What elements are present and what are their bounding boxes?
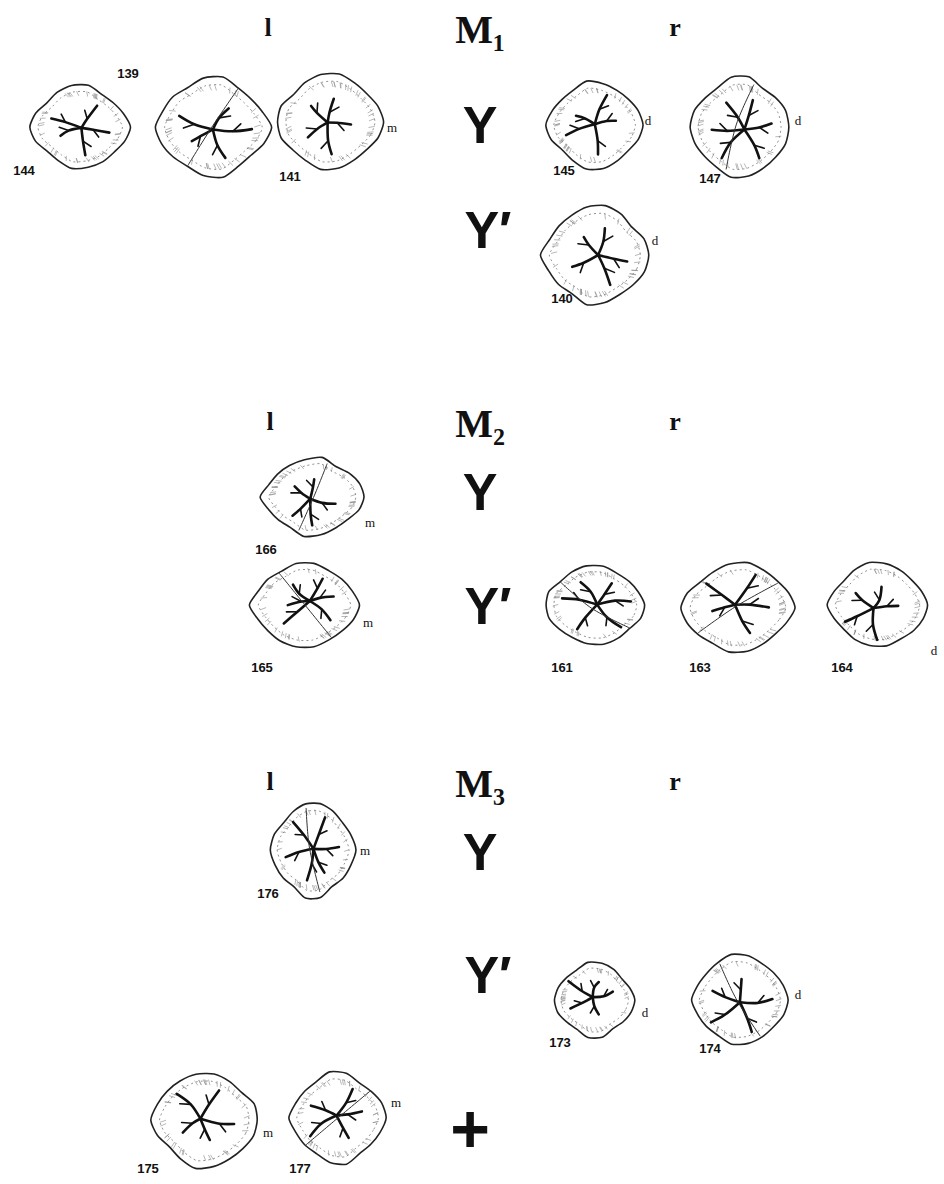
specimen-number: 175 bbox=[137, 1162, 159, 1175]
tooth-drawing bbox=[690, 76, 789, 178]
tooth-drawing bbox=[260, 457, 364, 536]
orientation-letter: m bbox=[365, 516, 375, 529]
specimen-number: 166 bbox=[255, 543, 277, 556]
tooth-drawing bbox=[270, 803, 356, 899]
tooth-drawing bbox=[278, 73, 384, 169]
orientation-letter: m bbox=[363, 616, 373, 629]
orientation-letter: m bbox=[360, 844, 370, 857]
pattern-symbol: Y′ bbox=[464, 949, 511, 1001]
orientation-letter: m bbox=[263, 1126, 273, 1139]
specimen-number: 147 bbox=[699, 172, 721, 185]
tooth-drawing bbox=[692, 954, 789, 1044]
specimen-number: 141 bbox=[279, 170, 301, 183]
side-letter: l bbox=[266, 409, 273, 435]
side-letter: r bbox=[669, 769, 681, 795]
orientation-letter: d bbox=[795, 114, 802, 127]
tooth-drawing bbox=[155, 77, 271, 178]
specimen-number: 145 bbox=[553, 164, 575, 177]
tooth-heading: M₃ bbox=[455, 764, 505, 804]
tooth-drawing bbox=[554, 962, 634, 1038]
specimen-number: 174 bbox=[699, 1042, 721, 1055]
orientation-letter: d bbox=[931, 644, 938, 657]
orientation-letter: m bbox=[387, 121, 397, 134]
specimen-number: 176 bbox=[257, 887, 279, 900]
specimen-number: 165 bbox=[251, 661, 273, 674]
specimen-number: 161 bbox=[551, 661, 573, 674]
pattern-symbol: Y bbox=[463, 466, 498, 518]
tooth-heading: M₂ bbox=[455, 404, 505, 444]
orientation-letter: d bbox=[645, 114, 652, 127]
tooth-drawing bbox=[151, 1074, 257, 1169]
tooth-drawing bbox=[546, 81, 643, 170]
specimen-number: 173 bbox=[549, 1036, 571, 1049]
side-letter: l bbox=[264, 15, 271, 41]
tooth-drawing bbox=[249, 563, 359, 648]
specimen-number: 139 bbox=[117, 67, 139, 80]
specimen-number: 144 bbox=[13, 164, 35, 177]
orientation-letter: d bbox=[795, 988, 802, 1001]
pattern-symbol: + bbox=[450, 1094, 490, 1162]
pattern-symbol: Y bbox=[463, 99, 498, 151]
side-letter: l bbox=[266, 769, 273, 795]
specimen-number: 140 bbox=[551, 292, 573, 305]
pattern-symbol: Y′ bbox=[464, 580, 511, 632]
tooth-drawing bbox=[681, 562, 795, 652]
tooth-drawing bbox=[546, 565, 645, 644]
tooth-drawing bbox=[289, 1071, 386, 1164]
orientation-letter: m bbox=[391, 1096, 401, 1109]
tooth-drawing bbox=[827, 562, 927, 646]
pattern-symbol: Y′ bbox=[464, 204, 511, 256]
specimen-number: 163 bbox=[689, 661, 711, 674]
tooth-heading: M₁ bbox=[455, 10, 505, 50]
tooth-drawing bbox=[540, 205, 648, 305]
side-letter: r bbox=[669, 409, 681, 435]
tooth-drawing bbox=[30, 85, 131, 169]
specimen-number: 164 bbox=[831, 661, 853, 674]
orientation-letter: d bbox=[642, 1006, 649, 1019]
side-letter: r bbox=[669, 15, 681, 41]
orientation-letter: d bbox=[652, 234, 659, 247]
pattern-symbol: Y bbox=[463, 826, 498, 878]
specimen-number: 177 bbox=[289, 1162, 311, 1175]
